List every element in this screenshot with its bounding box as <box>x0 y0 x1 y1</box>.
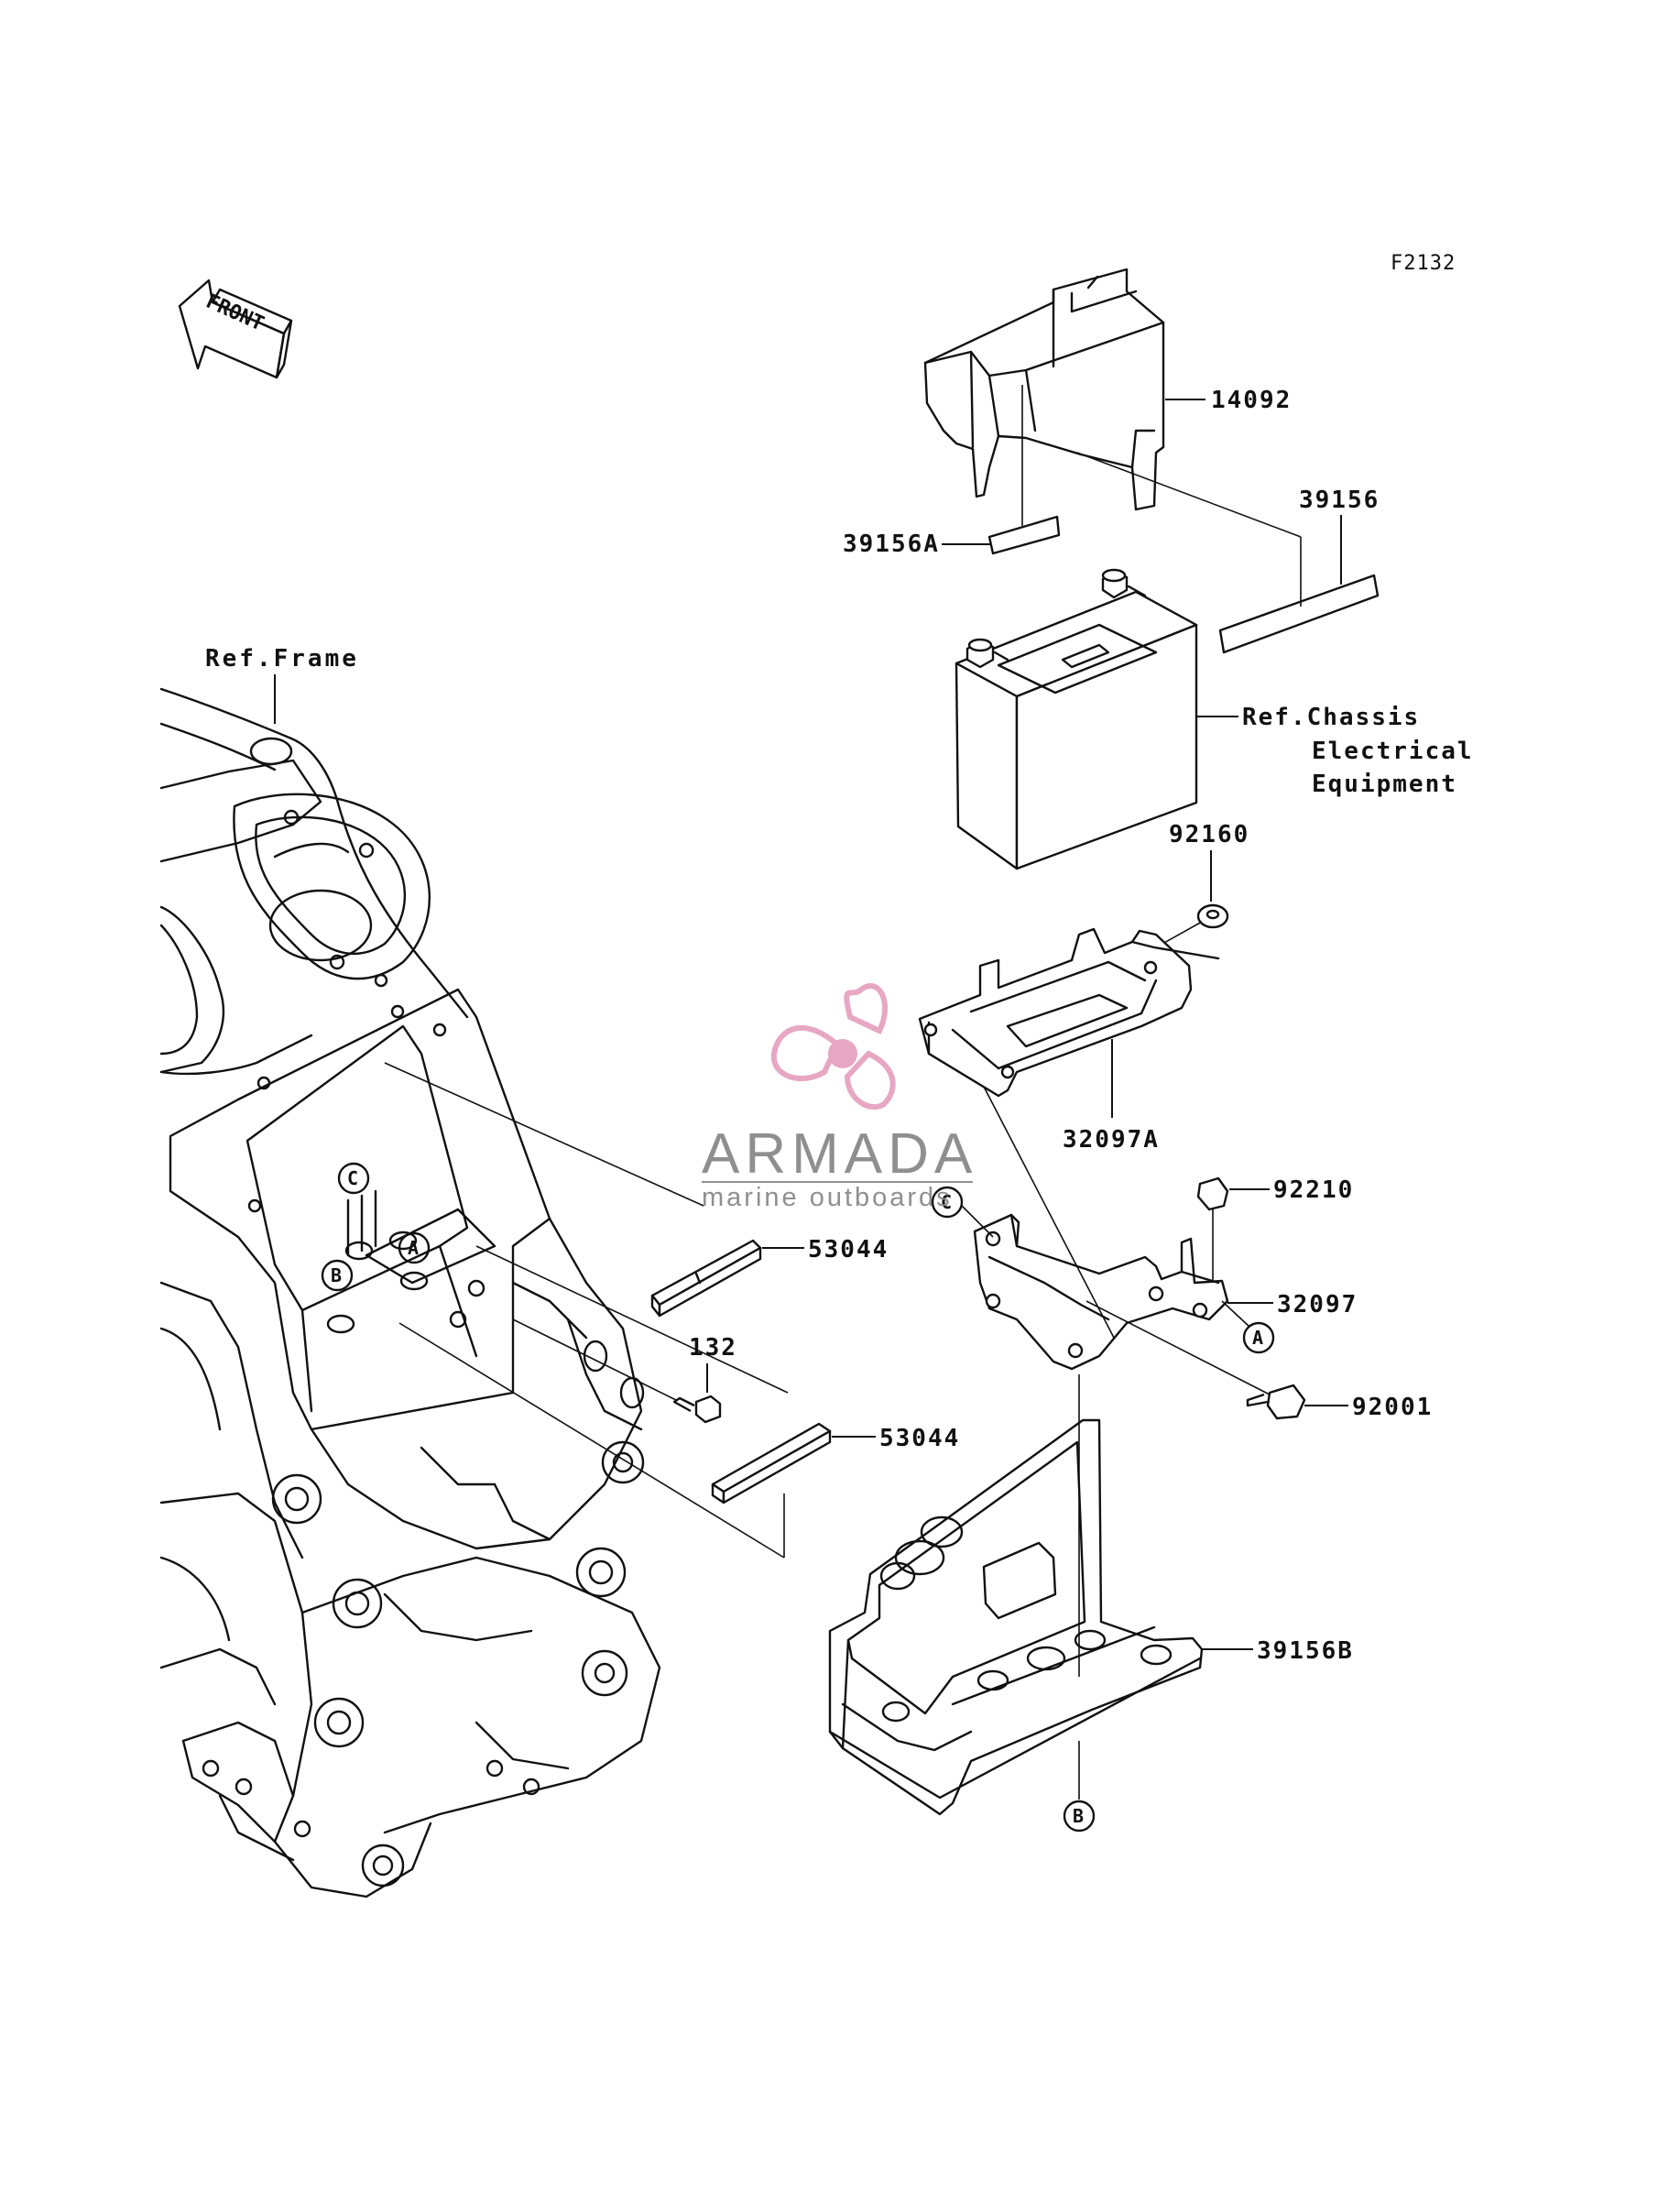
front-direction-arrow: FRONT <box>178 279 293 379</box>
ref-chassis-line1: Ref.Chassis <box>1242 704 1420 731</box>
part-32097-label: 32097 <box>1277 1291 1358 1318</box>
part-14092-label: 14092 <box>1211 387 1292 414</box>
svg-text:C: C <box>347 1167 358 1189</box>
part-39156-label: 39156 <box>1299 487 1380 514</box>
clip-92210 <box>1196 1176 1229 1281</box>
armada-logo: ARMADA marine outboards <box>702 983 977 1212</box>
part-53044-lower-label: 53044 <box>879 1425 960 1452</box>
bracket-32097 <box>973 1213 1229 1371</box>
svg-text:C: C <box>941 1191 952 1213</box>
svg-text:B: B <box>331 1264 342 1286</box>
frame-assembly <box>159 687 661 1898</box>
rubber-strip-53044-lower <box>711 1422 832 1504</box>
frame-callout-a: A <box>398 1231 431 1264</box>
battery <box>955 568 1198 870</box>
watermark-title: ARMADA <box>702 1122 977 1186</box>
ref-frame-label: Ref.Frame <box>205 645 359 673</box>
pad-callout-b: B <box>1063 1741 1096 1832</box>
svg-text:A: A <box>408 1237 419 1259</box>
battery-tray-32097A <box>918 927 1220 1098</box>
part-92001-label: 92001 <box>1352 1394 1433 1421</box>
pad-39156A <box>987 385 1061 555</box>
part-132-label: 132 <box>689 1334 737 1362</box>
part-39156B-label: 39156B <box>1257 1637 1354 1665</box>
rubber-strip-53044-upper <box>650 1239 762 1318</box>
pad-39156B <box>828 1374 1204 1816</box>
part-39156A-label: 39156A <box>843 531 940 558</box>
frame-callout-c: C <box>337 1162 370 1195</box>
part-92210-label: 92210 <box>1273 1176 1354 1204</box>
propeller-icon <box>770 983 896 1110</box>
part-53044-upper-label: 53044 <box>808 1236 889 1264</box>
part-32097A-label: 32097A <box>1063 1126 1160 1154</box>
diagram-code: F2132 <box>1391 252 1456 275</box>
pad-39156 <box>1076 452 1380 654</box>
part-92160-label: 92160 <box>1169 821 1249 848</box>
frame-callout-b: B <box>321 1259 354 1292</box>
bracket-callout-c: C <box>931 1186 994 1238</box>
battery-cover-14092 <box>923 268 1165 511</box>
bolt-92001 <box>1085 1300 1306 1420</box>
watermark-subtitle: marine outboards <box>702 1183 953 1212</box>
bolt-132 <box>512 1318 722 1424</box>
bracket-callout-a: A <box>1221 1300 1275 1354</box>
svg-text:B: B <box>1073 1805 1084 1827</box>
svg-text:A: A <box>1252 1327 1263 1349</box>
ref-chassis-line3: Equipment <box>1312 771 1457 798</box>
ref-chassis-line2: Electrical <box>1312 738 1474 765</box>
nut-92160 <box>1155 903 1229 948</box>
